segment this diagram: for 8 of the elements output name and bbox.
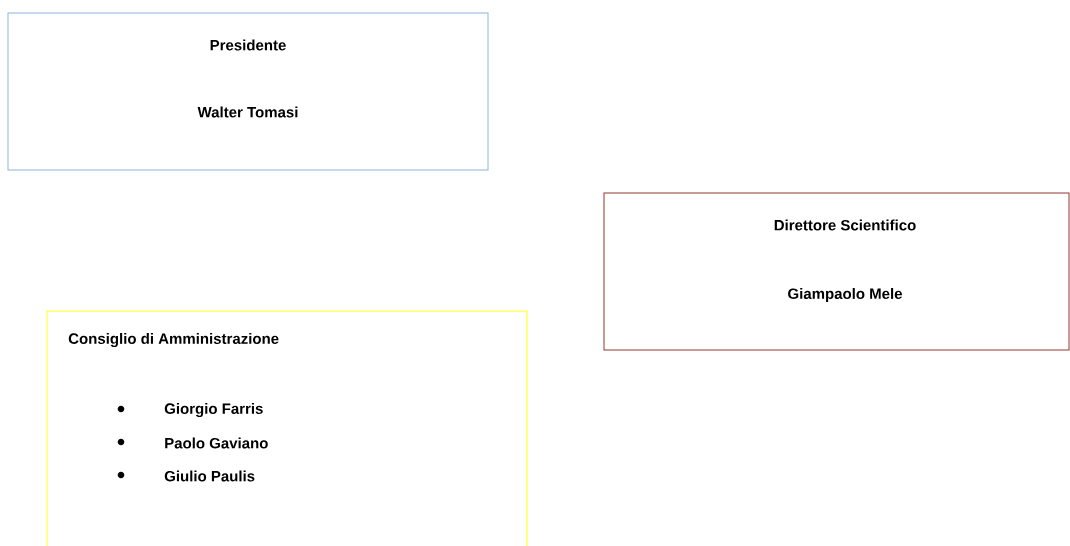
heading: Consiglio di Amministrazione: [68, 332, 279, 348]
heading: Presidente: [210, 39, 286, 51]
heading: Walter Tomasi: [197, 106, 298, 118]
heading: Giampaolo Mele: [788, 288, 902, 302]
list-item: Giorgio Farris: [117, 402, 263, 418]
heading: Direttore Scientifico: [774, 219, 916, 231]
list-item: Paolo Gaviano: [117, 437, 268, 449]
list-item: Giulio Paulis: [117, 470, 255, 482]
